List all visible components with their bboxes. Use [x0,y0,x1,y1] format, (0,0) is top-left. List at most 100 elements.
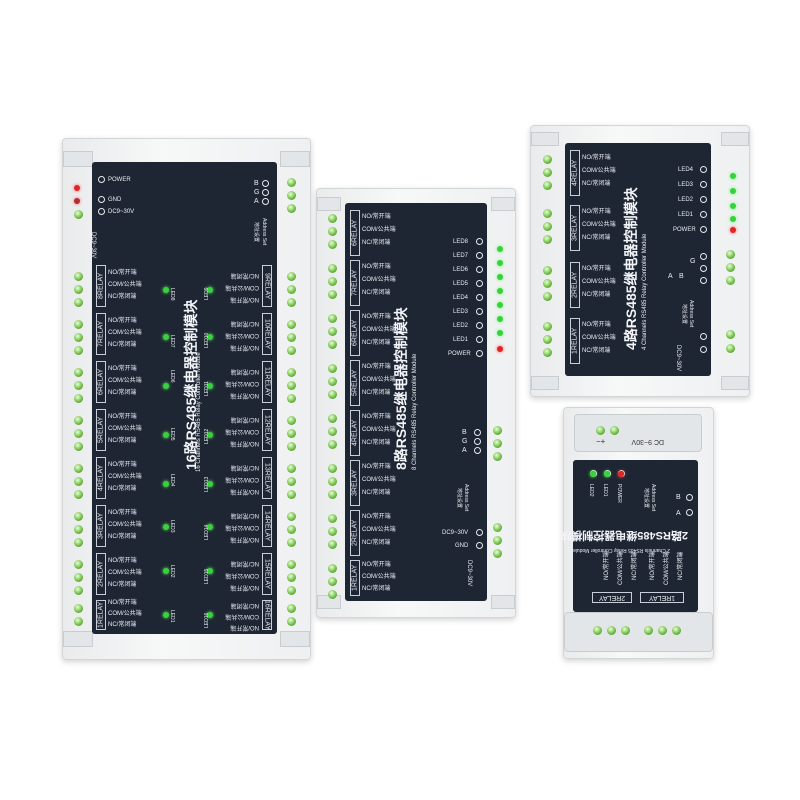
relay-com-label: COM/公共端 [362,527,396,533]
screw-terminal [543,292,552,301]
din-rail-clip-top [280,151,310,167]
screw-terminal [596,426,605,435]
a-terminal-ring [474,447,481,454]
screw-terminal [328,527,337,536]
terminal-g-label: G [690,258,696,265]
screw-terminal [74,368,83,377]
relay-nc-label: NC/常闭端 [108,534,137,540]
screw-terminal [543,322,552,331]
screw-terminal [74,538,83,547]
relay-com-label: COM/公共端 [225,476,259,482]
relay-no-label: NO/常开端 [108,366,137,372]
address-set-label: Address Set [688,300,694,328]
relay-no-label: NO/常开端 [230,488,259,494]
screw-terminal [644,626,653,635]
relay-com-label: COM/公共端 [108,570,142,576]
relay-led-label: LED16 [204,612,210,628]
led-ring [476,252,483,259]
relay-com-label: COM/公共端 [225,428,259,434]
screw-terminal [287,298,296,307]
front-panel-8 [345,203,487,601]
led-ring [476,336,483,343]
screw-terminal [328,540,337,549]
relay-com-label: COM/公共端 [362,574,396,580]
screw-terminal [287,191,296,200]
din-rail-clip-top [317,197,341,211]
power-led [74,198,80,204]
screw-terminal [672,626,681,635]
led-ring [700,211,707,218]
b-terminal-ring [474,429,481,436]
screw-terminal [287,381,296,390]
relay-com-label: COM/公共端 [108,426,142,432]
relay-led [163,383,169,389]
relay-nc-label: NC/常闭端 [362,290,391,296]
relay-com-label: COM/公共端 [362,377,396,383]
screw-terminal [287,429,296,438]
screw-terminal [328,564,337,573]
power-led [618,471,624,477]
screw-terminal [658,626,667,635]
relay-nc-label: NC/常闭端 [362,390,391,396]
front-panel-4 [565,143,711,376]
screw-terminal [287,320,296,329]
relay-tab: 3RELAY [96,505,106,547]
dc-label: DC9~30V [108,209,135,215]
relay-com-label: COM/公共端 [362,427,396,433]
relay-nc-label: NC/常闭端 [632,551,638,580]
screw-terminal [328,340,337,349]
relay-com-label: COM/公共端 [225,332,259,338]
relay-no-label: NO/常开端 [108,414,137,420]
module-8-title: 8路RS485继电器控制模块 [393,307,409,470]
screw-terminal [74,394,83,403]
screw-terminal [328,227,337,236]
gnd-label: GND [455,543,469,549]
screw-terminal [287,178,296,187]
screw-terminal [543,155,552,164]
power-ring [476,350,483,357]
screw-terminal [287,368,296,377]
screw-terminal [726,250,735,259]
screw-terminal [74,573,83,582]
relay-led [207,612,213,618]
screw-terminal [328,264,337,273]
relay-no-label: NO/常开端 [582,155,611,161]
relay-tab: 14RELAY [262,505,272,547]
screw-terminal [287,333,296,342]
relay-nc-label: NC/常闭端 [108,342,137,348]
gnd-terminal-ring [98,196,105,203]
dc-label: DC9~30V [675,345,681,372]
relay-nc-label: NC/常闭端 [362,540,391,546]
polarity-mark: −+ [596,437,606,446]
screw-terminal [328,590,337,599]
relay-no-label: NO/常开端 [230,440,259,446]
screw-terminal [287,416,296,425]
relay-tab: 4RELAY [570,150,580,196]
led-label: LED5 [453,281,469,287]
relay-nc-label: NC/常闭端 [108,438,137,444]
screw-terminal [74,442,83,451]
address-set-label: Address Set [463,484,469,512]
terminal-a-label: A [254,198,259,205]
address-set-cn-label: 地址设置 [253,222,259,243]
terminal-b-label: B [676,494,681,501]
screw-terminal [543,209,552,218]
screw-terminal [328,464,337,473]
relay-led [604,471,610,477]
relay-com-label: COM/公共端 [582,222,616,228]
relay-tab: 2RELAY [350,510,360,556]
screw-terminal [287,525,296,534]
power-label: POWER [448,351,471,357]
screw-terminal [74,512,83,521]
relay-led-label: LED1 [169,610,175,623]
relay-tab: 10RELAY [262,313,272,355]
relay-com-label: COM/公共端 [225,380,259,386]
screw-terminal [287,204,296,213]
power-led [74,185,80,191]
screw-terminal [74,604,83,613]
relay-no-label: NO/常开端 [582,322,611,328]
relay-com-label: COM/公共端 [362,477,396,483]
din-rail-clip-top [721,132,749,146]
din-rail-clip-bottom [63,631,93,647]
led-label: LED3 [678,182,694,188]
